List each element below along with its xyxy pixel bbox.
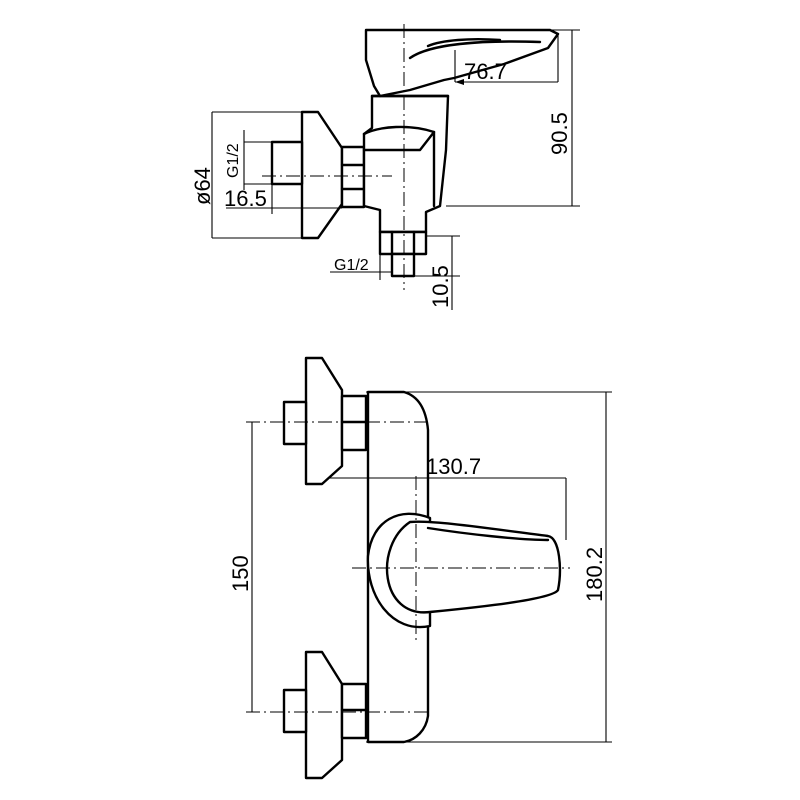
dim-130-7-label: 130.7 xyxy=(426,454,481,479)
front-lever-handle xyxy=(385,520,562,614)
side-hex-nut xyxy=(340,145,366,209)
dim-16-5-label: 16.5 xyxy=(224,186,267,211)
dim-150-label: 150 xyxy=(228,555,253,592)
dim-90-5-label: 90.5 xyxy=(547,112,572,155)
dim-180-2-label: 180.2 xyxy=(582,547,607,602)
side-faucet-body xyxy=(362,94,450,234)
side-outlet-nut xyxy=(378,230,428,256)
front-inlet-pipe-top xyxy=(282,400,308,446)
thread-g12-bottom-label: G1/2 xyxy=(334,257,369,274)
side-outlet-pipe xyxy=(390,252,416,278)
front-inlet-pipe-bottom xyxy=(282,688,308,734)
front-view: 130.7 150 180.2 xyxy=(228,356,612,780)
side-inlet-pipe xyxy=(270,140,304,186)
side-escutcheon xyxy=(300,110,344,240)
front-escutcheon-bottom xyxy=(304,650,344,780)
dim-76-7-label: 76.7 xyxy=(464,59,507,84)
front-escutcheon-top xyxy=(304,356,344,486)
dim-10-5-label: 10.5 xyxy=(428,265,453,308)
side-lever-handle xyxy=(364,28,560,98)
dim-diameter-64-label: ø64 xyxy=(190,167,215,205)
side-view: 76.7 90.5 ø64 G1/2 16.5 G1/2 10.5 xyxy=(190,24,580,310)
thread-g12-top-label: G1/2 xyxy=(225,143,242,178)
